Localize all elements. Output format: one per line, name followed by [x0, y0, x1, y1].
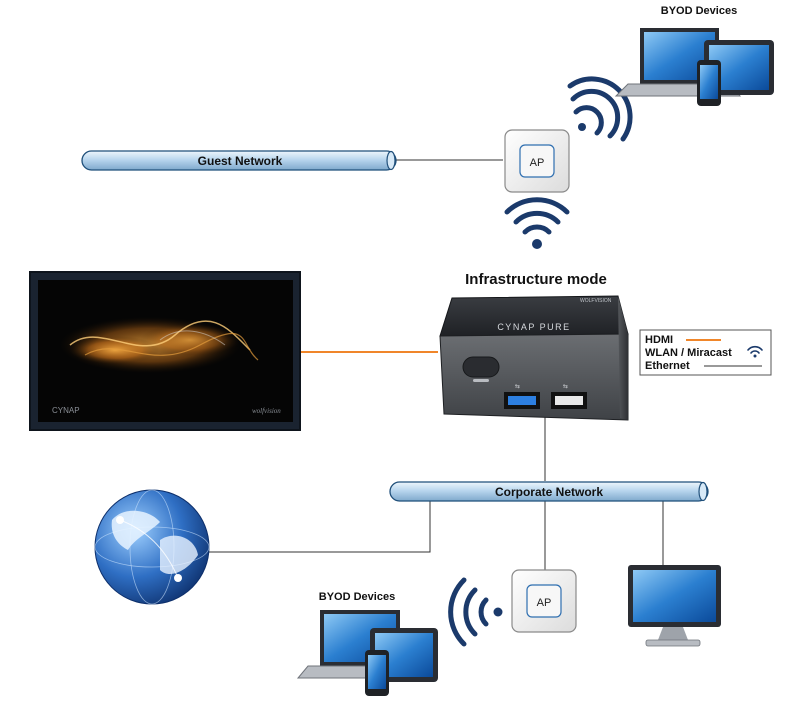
cynap-pure-device: WOLFVISION CYNAP PURE ⇆ ⇆ — [439, 295, 629, 421]
wifi-icon — [448, 577, 503, 647]
legend: HDMI WLAN / Miracast Ethernet — [639, 329, 772, 376]
corporate-network-label: Corporate Network — [495, 485, 603, 499]
device-face-text: CYNAP PURE — [497, 322, 570, 332]
legend-ethernet-label: Ethernet — [645, 360, 690, 372]
corporate-to-globe-link — [208, 501, 431, 553]
legend-hdmi-label: HDMI — [645, 334, 673, 346]
connection-lines — [208, 159, 664, 570]
byod-devices-top — [614, 28, 774, 106]
legend-wlan-label: WLAN / Miracast — [645, 347, 732, 359]
display-brand-right: wolfvision — [252, 407, 281, 415]
wifi-icon — [504, 197, 570, 249]
desktop-monitor-icon — [628, 565, 721, 647]
access-point-top: AP — [504, 129, 570, 193]
access-point-bottom-label: AP — [537, 597, 552, 609]
byod-devices-top-label: BYOD Devices — [661, 5, 737, 17]
wifi-icon — [567, 76, 633, 142]
usb-icon: ⇆ — [563, 383, 568, 390]
usb-port-blue — [504, 392, 540, 409]
byod-devices-bottom-label: BYOD Devices — [319, 591, 395, 603]
power-button — [462, 356, 500, 378]
corporate-network-pipe: Corporate Network — [389, 481, 709, 502]
phone-icon — [365, 650, 389, 696]
wifi-icon — [747, 345, 763, 358]
display-brand-left: CYNAP — [52, 406, 80, 415]
device-brand-text: WOLFVISION — [580, 298, 612, 304]
smoke-artwork — [60, 317, 259, 373]
access-point-top-label: AP — [530, 157, 545, 169]
diagram-title: Infrastructure mode — [465, 271, 607, 288]
phone-icon — [697, 60, 721, 106]
guest-network-label: Guest Network — [198, 154, 283, 168]
guest-network-pipe: Guest Network — [81, 150, 397, 171]
byod-devices-bottom — [296, 610, 438, 696]
access-point-bottom: AP — [511, 569, 577, 633]
globe-icon — [94, 489, 210, 605]
display-screen: CYNAP wolfvision — [29, 271, 301, 431]
usb-port-white — [551, 392, 587, 409]
usb3-icon: ⇆ — [515, 383, 520, 390]
